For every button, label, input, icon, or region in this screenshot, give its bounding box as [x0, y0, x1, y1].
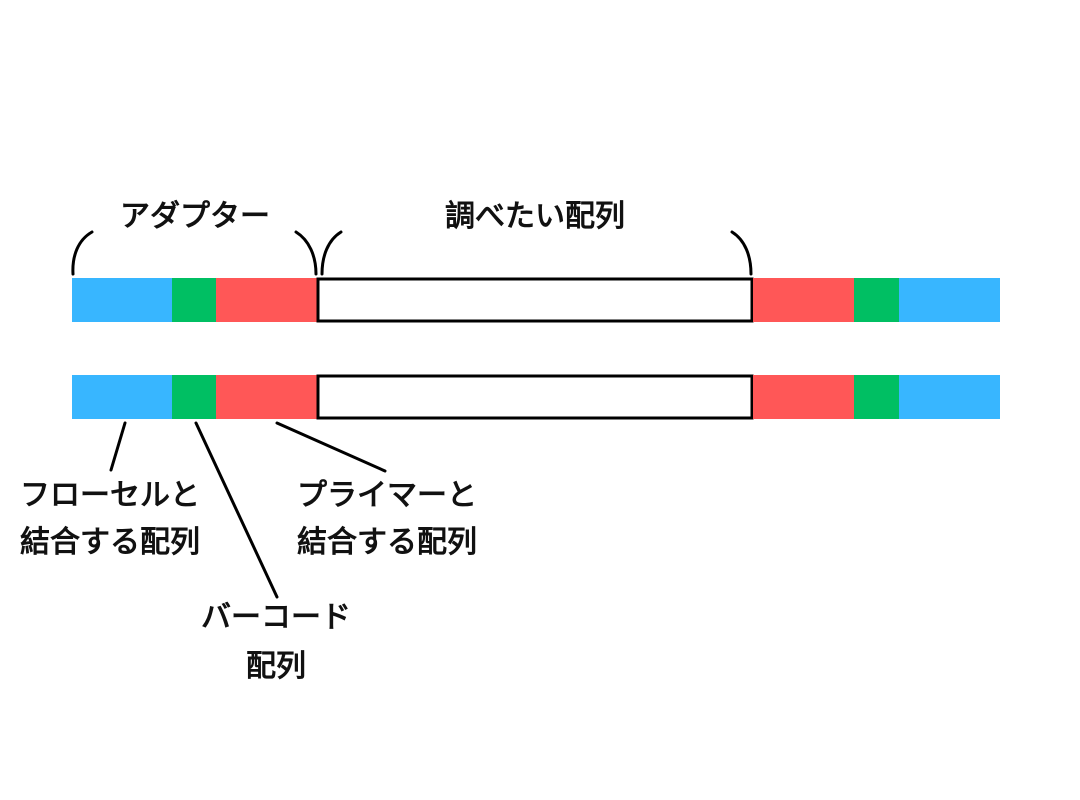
adapter-bracket-left	[71, 230, 94, 276]
target-bracket-right	[730, 230, 753, 276]
strand-top-insert	[316, 277, 754, 323]
strand-top-primer-right	[753, 278, 854, 322]
barcode-label-line2: 配列	[246, 649, 306, 684]
adapter-label: アダプター	[120, 199, 270, 234]
strand-top-barcode-left	[172, 278, 216, 322]
barcode-leader-line	[194, 421, 279, 599]
primer-label-line2: 結合する配列	[297, 525, 477, 560]
strand-top-flowcell-right	[899, 278, 1000, 322]
strand-top-flowcell-left	[72, 278, 172, 322]
strand-bottom-primer-left	[216, 375, 317, 419]
target-bracket-left	[320, 230, 343, 276]
target-sequence-label: 調べたい配列	[445, 199, 625, 234]
strand-bottom-flowcell-right	[899, 375, 1000, 419]
flowcell-label-line1: フローセルと	[20, 478, 200, 513]
strand-bottom-primer-right	[753, 375, 854, 419]
barcode-label-line1: バーコード	[201, 600, 351, 635]
strand-top-primer-left	[216, 278, 317, 322]
primer-label-line1: プライマーと	[297, 478, 477, 513]
strand-bottom-flowcell-left	[72, 375, 172, 419]
flowcell-label-line2: 結合する配列	[20, 525, 200, 560]
strand-top-barcode-right	[854, 278, 899, 322]
strand-bottom-barcode-left	[172, 375, 216, 419]
flowcell-leader-line	[109, 421, 127, 472]
strand-bottom-insert	[316, 374, 754, 420]
adapter-bracket-right	[294, 230, 318, 276]
strand-top	[72, 277, 1000, 323]
strand-bottom	[72, 374, 1000, 420]
strand-bottom-barcode-right	[854, 375, 899, 419]
primer-leader-line	[275, 421, 387, 473]
